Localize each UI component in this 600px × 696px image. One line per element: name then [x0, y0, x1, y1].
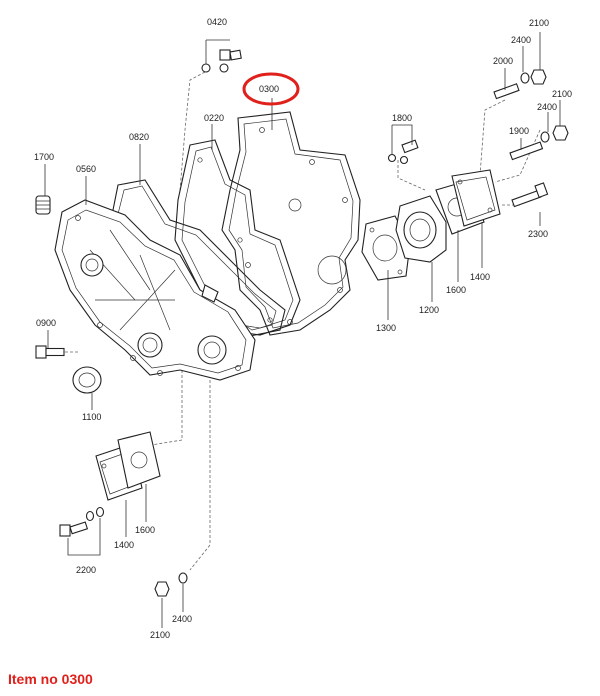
- label-2100-bottom[interactable]: 2100: [150, 630, 170, 640]
- label-1800[interactable]: 1800: [392, 113, 412, 123]
- plate-1400-upper[interactable]: [451, 169, 501, 227]
- label-1300[interactable]: 1300: [376, 323, 396, 333]
- label-1100[interactable]: 1100: [82, 412, 101, 422]
- housing-1200[interactable]: [395, 195, 447, 263]
- cover-0560[interactable]: [54, 199, 256, 381]
- leader-lines: [44, 32, 561, 628]
- gasket-0300[interactable]: [221, 111, 361, 336]
- label-2000[interactable]: 2000: [493, 56, 513, 66]
- bolts-2200[interactable]: [59, 506, 105, 537]
- label-1700[interactable]: 1700: [34, 152, 54, 162]
- stud-2000[interactable]: [493, 83, 520, 100]
- label-2100-mid[interactable]: 2100: [552, 89, 572, 99]
- label-1200[interactable]: 1200: [419, 305, 439, 315]
- bolt-0900[interactable]: [35, 345, 65, 359]
- label-1400-lower[interactable]: 1400: [114, 540, 134, 550]
- label-2300[interactable]: 2300: [528, 229, 548, 239]
- label-2400-top[interactable]: 2400: [511, 35, 531, 45]
- washer-nut-top[interactable]: [520, 69, 547, 85]
- label-1600-upper[interactable]: 1600: [446, 285, 466, 295]
- label-2400-bottom[interactable]: 2400: [172, 614, 192, 624]
- label-0220[interactable]: 0220: [204, 113, 224, 123]
- part-labels: 0420 0300 0220 0820 1700 0560 0900 1100 …: [34, 17, 572, 640]
- seal-1100[interactable]: [72, 366, 102, 394]
- bolts-0420[interactable]: [201, 49, 242, 73]
- washer-nut-mid[interactable]: [540, 125, 569, 143]
- label-1400-upper[interactable]: 1400: [470, 272, 490, 282]
- label-0560[interactable]: 0560: [76, 164, 96, 174]
- label-0300[interactable]: 0300: [259, 84, 279, 94]
- label-2100-top[interactable]: 2100: [529, 18, 549, 28]
- label-2400-mid[interactable]: 2400: [537, 102, 557, 112]
- label-1600-lower[interactable]: 1600: [135, 525, 155, 535]
- bolts-1800[interactable]: [387, 139, 419, 165]
- label-0900[interactable]: 0900: [36, 318, 56, 328]
- label-2200[interactable]: 2200: [76, 565, 96, 575]
- bolt-2300[interactable]: [511, 182, 549, 208]
- plug-1700[interactable]: [35, 195, 51, 215]
- gasket-0220[interactable]: [174, 139, 301, 336]
- highlight-ring: [242, 72, 300, 106]
- nut-washer-bottom[interactable]: [154, 572, 188, 597]
- item-caption: Item no 0300: [8, 671, 93, 687]
- gasket-1600-lower[interactable]: [117, 431, 161, 489]
- label-0420[interactable]: 0420: [207, 17, 227, 27]
- stud-1900[interactable]: [509, 141, 544, 161]
- label-0820[interactable]: 0820: [129, 132, 149, 142]
- label-1900[interactable]: 1900: [509, 126, 529, 136]
